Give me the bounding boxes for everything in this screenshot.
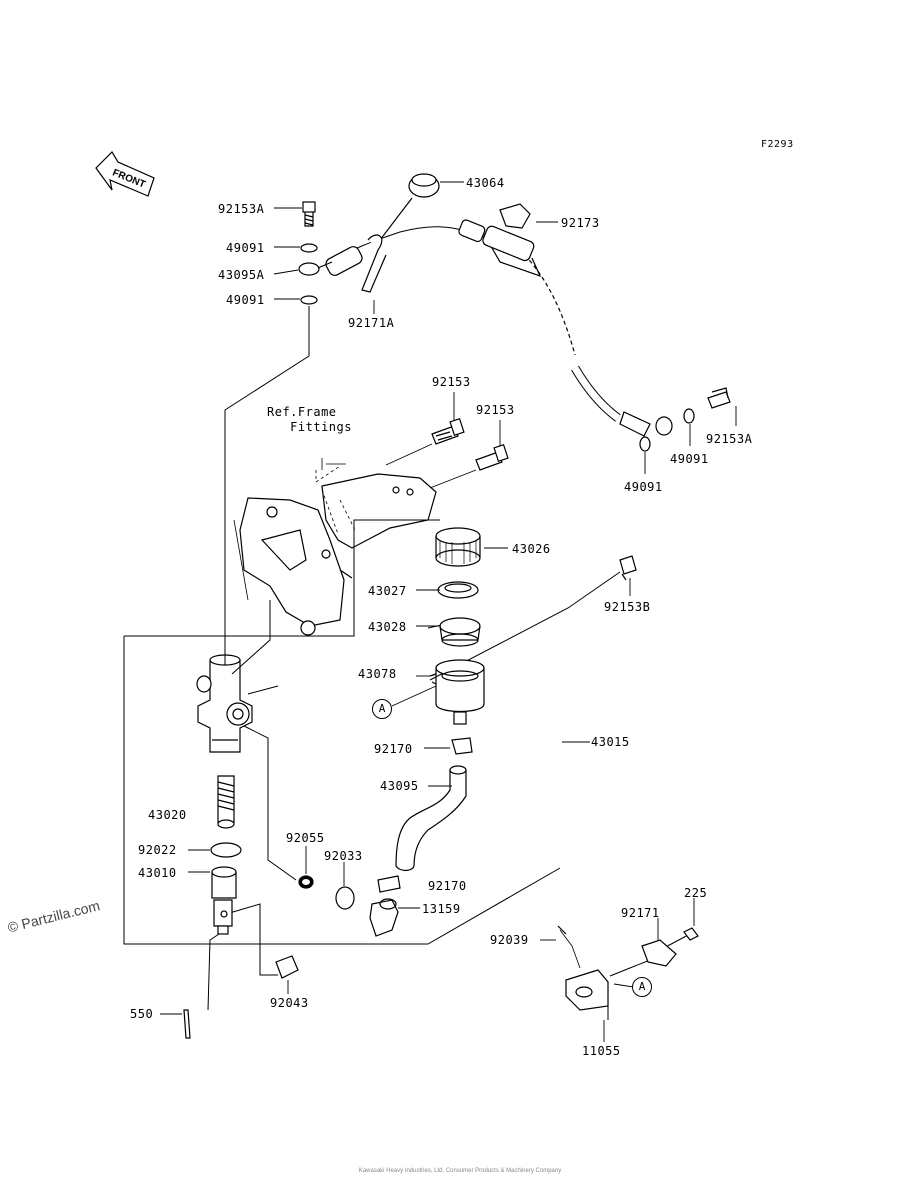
part-label-92153B[interactable]: 92153B: [604, 600, 651, 614]
part-label-43078[interactable]: 43078: [358, 667, 397, 681]
circlip-92022: [210, 842, 242, 858]
part-label-43026[interactable]: 43026: [512, 542, 551, 556]
bolt-92153B: [619, 555, 637, 581]
part-label-43095A[interactable]: 43095A: [218, 268, 265, 282]
part-label-43027[interactable]: 43027: [368, 584, 407, 598]
part-label-92153-b[interactable]: 92153: [476, 403, 515, 417]
part-label-92173[interactable]: 92173: [561, 216, 600, 230]
part-label-11055[interactable]: 11055: [582, 1044, 621, 1058]
part-label-49091-a[interactable]: 49091: [226, 241, 265, 255]
reservoir-cap-43026: [435, 527, 481, 567]
part-label-92033[interactable]: 92033: [324, 849, 363, 863]
figure-code: F2293: [761, 139, 794, 150]
frame-bracket: [233, 458, 437, 636]
part-label-92039[interactable]: 92039: [490, 933, 529, 947]
part-label-43064[interactable]: 43064: [466, 176, 505, 190]
part-label-43010[interactable]: 43010: [138, 866, 177, 880]
clamp-92171: [641, 939, 677, 967]
bolts-92153: [385, 418, 509, 489]
part-label-92153A-top[interactable]: 92153A: [218, 202, 265, 216]
ref-frame-note: Ref.Frame Fittings: [267, 405, 352, 434]
diaphragm-43028: [439, 617, 481, 647]
part-label-13159[interactable]: 13159: [422, 902, 461, 916]
reference-a-marker-bottom: A: [632, 977, 652, 997]
leader-lines: [123, 306, 691, 1020]
part-label-43020[interactable]: 43020: [148, 808, 187, 822]
part-label-225[interactable]: 225: [684, 886, 708, 900]
part-label-49091-bottom[interactable]: 49091: [624, 480, 663, 494]
clamp-92170-bottom: [377, 875, 401, 893]
clamp-92173: [499, 203, 531, 229]
reference-a-marker-top: A: [372, 699, 392, 719]
master-cylinder: [196, 654, 253, 753]
part-label-92170-b[interactable]: 92170: [428, 879, 467, 893]
part-label-49091-right[interactable]: 49091: [670, 452, 709, 466]
grommet-43064: [379, 173, 440, 241]
clamp-92170-top: [451, 737, 473, 755]
banjo-bolt-right: [619, 387, 731, 452]
reservoir-hose: [395, 765, 467, 872]
footer-copyright: Kawasaki Heavy Industries, Ltd. Consumer…: [358, 1168, 562, 1174]
bolt-225: [683, 927, 699, 941]
bracket-11055: [557, 925, 609, 1011]
label-leaders: [160, 181, 737, 1042]
part-label-92153-a[interactable]: 92153: [432, 375, 471, 389]
part-label-92171A[interactable]: 92171A: [348, 316, 395, 330]
part-label-92043[interactable]: 92043: [270, 996, 309, 1010]
part-label-43095[interactable]: 43095: [380, 779, 419, 793]
part-label-43028[interactable]: 43028: [368, 620, 407, 634]
part-label-92171[interactable]: 92171: [621, 906, 660, 920]
circlip-92033: [335, 886, 355, 910]
pin-92043: [275, 955, 299, 979]
clamp-92171A: [361, 234, 387, 293]
part-label-92022[interactable]: 92022: [138, 843, 177, 857]
part-label-92153A-right[interactable]: 92153A: [706, 432, 753, 446]
part-label-92170-a[interactable]: 92170: [374, 742, 413, 756]
push-rod: [211, 866, 237, 935]
part-label-49091-b[interactable]: 49091: [226, 293, 265, 307]
reservoir-43078: [429, 659, 485, 725]
fitting-13159: [369, 898, 399, 937]
part-label-92055[interactable]: 92055: [286, 831, 325, 845]
front-arrow-icon: FRONT: [95, 151, 155, 197]
banjo-bolt-top: [298, 201, 333, 305]
part-label-550[interactable]: 550: [130, 1007, 154, 1021]
diaphragm-plate-43027: [437, 581, 479, 599]
cotter-pin-550: [183, 1009, 191, 1039]
brake-hose: [325, 219, 621, 422]
piston-spring: [217, 775, 235, 829]
part-label-43015[interactable]: 43015: [591, 735, 630, 749]
